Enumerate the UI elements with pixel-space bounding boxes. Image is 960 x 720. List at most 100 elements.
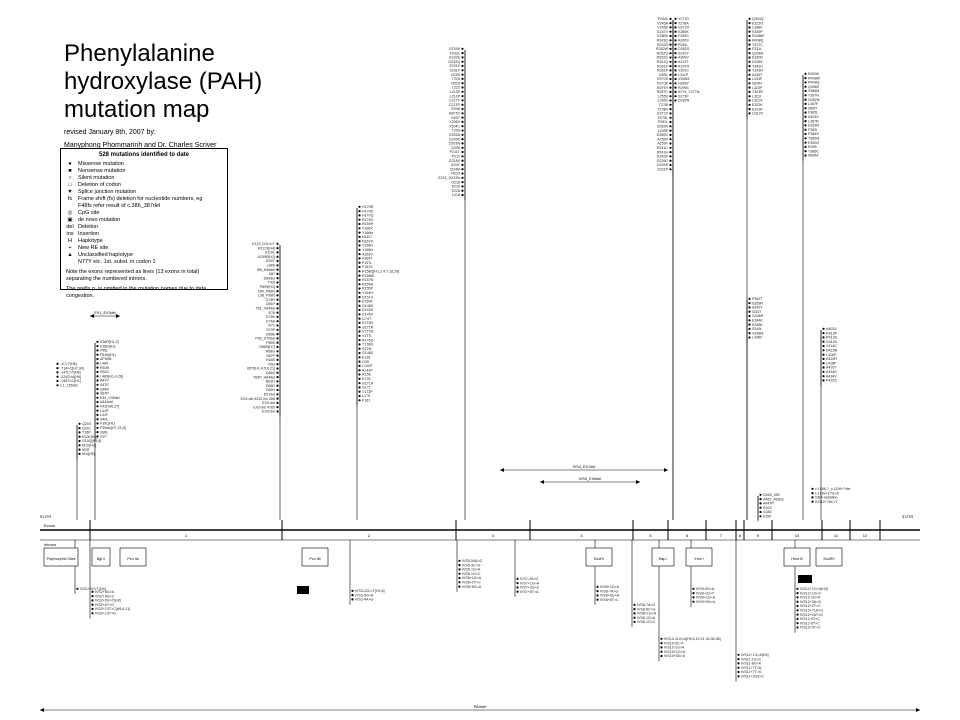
exon10-mutation: I406M [808,154,818,158]
mutation-marker [748,95,751,98]
exon3-mutation: P93_S70del [255,337,275,341]
legend-symbol: ○ [68,175,72,181]
legend-note-exons: Note the exons represented as lines (13 … [66,269,200,282]
mutation-marker [461,133,464,136]
mutation-marker [96,383,99,386]
mutation-marker [358,343,361,346]
mutation-marker [674,77,677,81]
legend-text: Missense mutation [78,161,124,167]
exon3-mutation: D59V [266,388,276,392]
exon3-mutation: EX3-del 4765 [253,405,275,409]
mutation-marker [748,43,751,46]
vntr-label: VNTR [800,578,810,582]
exon5-mutation: R229 [451,172,460,176]
mutation-marker [748,52,751,55]
exon5-mutation: T225 [452,77,460,81]
mutation-marker [759,506,762,509]
mutation-marker [804,94,807,97]
mutation-marker [351,589,354,592]
mutation-marker [461,82,464,85]
exon6-mutation: R297C [657,90,669,94]
exon4-mutation: L175 [362,394,370,398]
exon8-mutation: E319K [752,107,763,111]
mutation-marker [461,172,464,175]
arrow-head [40,708,44,712]
mutation-marker [461,129,464,132]
exon5-mutation: G232Q [448,60,460,64]
ivs12-mutation: IVS12+3A>G [800,600,821,604]
mutation-marker [669,60,672,63]
exon5-mutation: E205A [449,133,460,137]
exon6-mutation: G239D [657,159,669,163]
mutation-marker [276,328,279,331]
mutation-marker [276,251,279,254]
mutation-marker [276,320,279,323]
exon3-mutation: E56D [266,384,275,388]
deletion-label: EX1_EX3del [94,311,116,315]
exon3-mutation: E76K [266,315,275,319]
exon2-mutation: A47V [100,379,109,383]
legend-item: ●Missense mutation [66,161,222,168]
exon8-mutation: F331L [752,47,762,51]
exon6-mutation: V245E [657,26,668,30]
exon4-mutation: E150K [362,300,373,304]
mutation-marker [822,370,825,373]
ivs12-mutation: IVS12+5T>C [800,626,821,630]
exon4-mutation: G148S [362,304,374,308]
exon2-mutation: L48S [100,362,109,366]
mutation-marker [358,356,361,359]
ivs12-mutation: IVS12+1G>C [800,591,822,595]
exon2-mutation: G27 [100,435,107,439]
mutation-marker [822,375,825,378]
mutation-marker [96,396,99,399]
mutation-marker [669,26,672,29]
arrow-head [916,708,920,712]
mutation-marker [276,307,279,310]
exon11-mutation: D415N [826,349,838,353]
mutation-marker [804,132,807,136]
exon3-mutation: R111X[H4] [258,246,275,250]
exon11-mutation: A434V [826,374,837,378]
mutation-marker [748,26,751,29]
mutation-marker [804,111,807,114]
exon11-mutation: P432S [826,379,837,383]
mutation-marker [276,268,279,271]
exon8-mutation: R408W [752,34,765,38]
mutation-marker [461,69,464,72]
utr3-label: 3'UTR [902,514,913,519]
exon4-mutation: V177L [362,334,372,338]
promoter-mutation: -224G>A[H9] [60,375,81,379]
map-title: Phenylalanine hydroxylase (PAH) mutation… [64,40,304,150]
ivs10-mutation: IVS10-3C>T [664,641,685,645]
legend-item: N77Y etc. 1st. subst. in codon 1 [66,259,222,266]
exon5-mutation: E228 [452,189,460,193]
exon3-mutation: EX3-del [262,410,275,414]
mutation-marker [56,384,59,387]
exon4-mutation: L142P [362,364,373,368]
exon5-mutation: L216 [452,193,460,197]
mutation-marker [91,612,94,615]
exon6-mutation: R241C [657,146,669,150]
legend-item: ■Nonsense mutation [66,168,222,175]
ivs9-mutation: IVS9+5G>A [696,600,716,604]
exon6-mutation: R243X [657,43,669,47]
exon2-mutation: F39L[H1] [100,422,115,426]
ivs12-mutation: IVS12+2T>C [800,604,821,608]
legend-symbol: □ [68,182,72,188]
mutation-marker [669,146,672,149]
exon11-mutation: G415X [826,340,838,344]
mutation-marker [748,306,751,309]
mutation-marker [759,515,762,518]
mutation-marker [737,666,740,669]
exon11-mutation: K420R [826,357,837,361]
ivs6-mutation: IVS6+1G>A [600,585,620,589]
exon8-mutation: Q336H [752,51,764,55]
mutation-marker [56,371,59,374]
mutation-marker [461,138,464,141]
exon12-mutation: A452_453ins [763,497,784,501]
exon2-mutation: ΔF55fs [100,357,112,361]
arrow-head [664,468,668,472]
ivs2-mutation: IVS2+6T>G [95,603,114,607]
mutation-marker [669,159,672,162]
mutation-marker [674,47,677,51]
